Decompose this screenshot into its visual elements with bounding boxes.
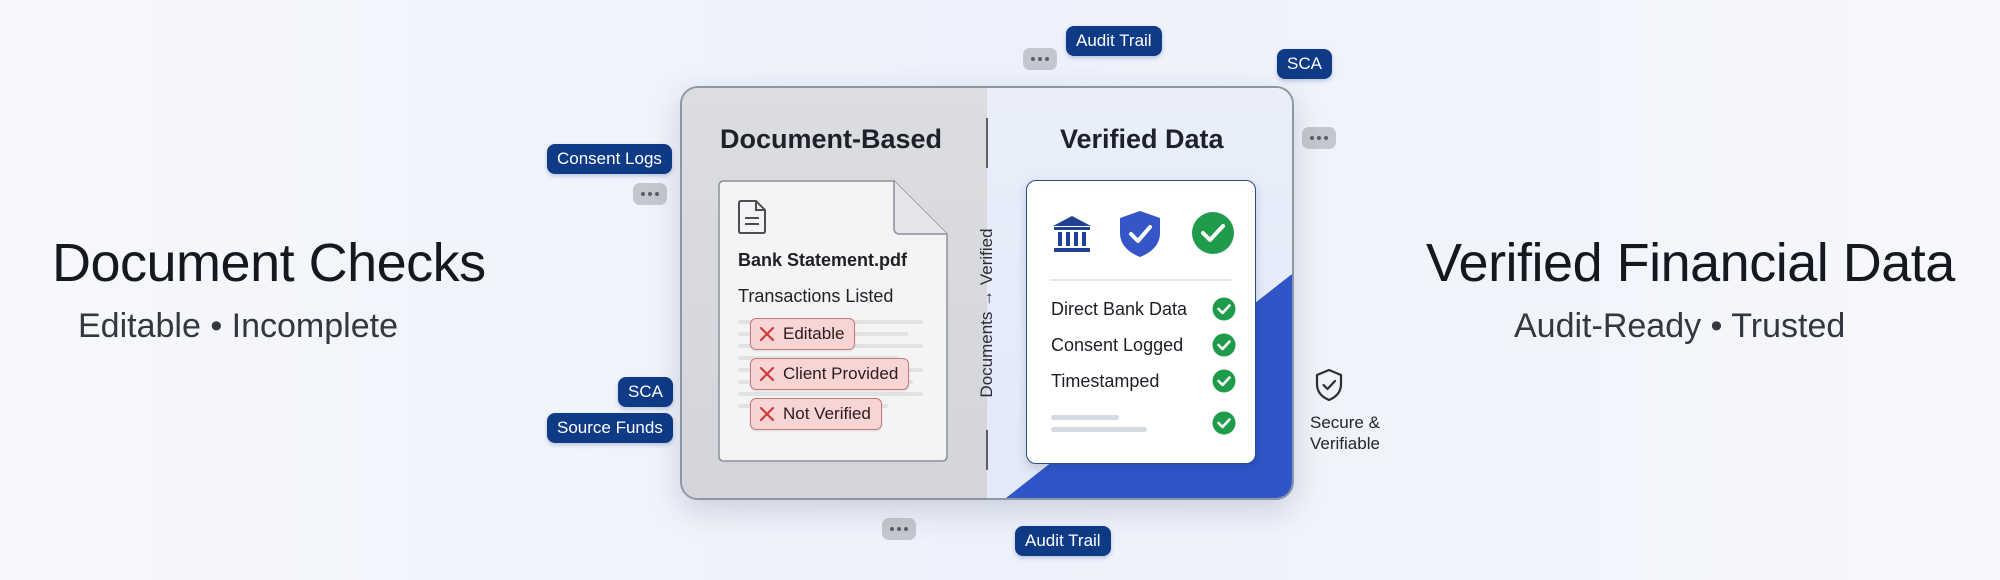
verified-data-card: Direct Bank Data Consent Logged Timestam…	[1026, 180, 1256, 464]
divider-bottom	[986, 430, 988, 470]
check-circle-icon	[1212, 333, 1236, 357]
right-title: Verified Financial Data	[1426, 233, 1955, 293]
audit-trail-top-tag: Audit Trail	[1066, 26, 1162, 56]
file-icon	[738, 200, 766, 234]
not-verified-warning-tag: Not Verified	[750, 398, 882, 430]
bank-statement-document: Bank Statement.pdf Transactions Listed E…	[718, 180, 948, 462]
verified-item-consent-logged: Consent Logged	[1051, 331, 1236, 359]
documents-to-verified-label: Documents → Verified	[977, 228, 996, 398]
sca-left-tag: SCA	[618, 377, 673, 407]
editable-warning-tag: Editable	[750, 318, 856, 350]
verified-separator	[1051, 279, 1231, 281]
right-subtitle: Audit-Ready • Trusted	[1514, 307, 1846, 345]
check-circle-icon	[1212, 369, 1236, 393]
verified-item-timestamped: Timestamped	[1051, 367, 1236, 395]
audit-trail-bottom-tag: Audit Trail	[1015, 526, 1111, 556]
client-provided-warning-tag: Client Provided	[750, 358, 910, 390]
document-subtitle: Transactions Listed	[738, 286, 894, 306]
comparison-card: Documents → Verified Document-Based Veri…	[680, 86, 1294, 500]
secure-label-line1: Secure &	[1310, 413, 1380, 432]
not-verified-tag-label: Not Verified	[783, 404, 871, 423]
shield-check-outline-icon	[1315, 368, 1343, 402]
left-subtitle: Editable • Incomplete	[78, 307, 398, 345]
check-circle-icon	[1192, 212, 1234, 254]
check-circle-icon	[1212, 297, 1236, 321]
x-icon	[759, 366, 775, 382]
check-circle-icon	[1212, 411, 1236, 435]
document-filename: Bank Statement.pdf	[738, 250, 908, 270]
left-title: Document Checks	[52, 233, 486, 293]
x-icon	[759, 406, 775, 422]
source-funds-tag: Source Funds	[547, 413, 673, 443]
sca-top-tag: SCA	[1277, 49, 1332, 79]
verified-item-label: Direct Bank Data	[1051, 299, 1188, 319]
secure-label-line2: Verifiable	[1310, 434, 1380, 453]
bank-icon	[1053, 216, 1091, 252]
shield-check-icon	[1120, 211, 1160, 257]
consent-logs-tag: Consent Logs	[547, 144, 672, 174]
more-dots-badge-bottom	[882, 518, 916, 540]
verified-item-direct-bank-data: Direct Bank Data	[1051, 295, 1236, 323]
verified-item-label: Consent Logged	[1051, 335, 1184, 355]
editable-tag-label: Editable	[783, 324, 845, 343]
verified-item-label: Timestamped	[1051, 371, 1160, 391]
x-icon	[759, 326, 775, 342]
more-dots-badge-right	[1302, 127, 1336, 149]
verified-data-title: Verified Data	[1060, 124, 1224, 154]
more-dots-badge-top	[1023, 48, 1057, 70]
divider-top	[986, 118, 988, 168]
client-provided-tag-label: Client Provided	[783, 364, 899, 383]
more-dots-badge-left	[633, 183, 667, 205]
document-based-title: Document-Based	[720, 124, 943, 154]
verified-item-placeholder	[1051, 409, 1236, 437]
